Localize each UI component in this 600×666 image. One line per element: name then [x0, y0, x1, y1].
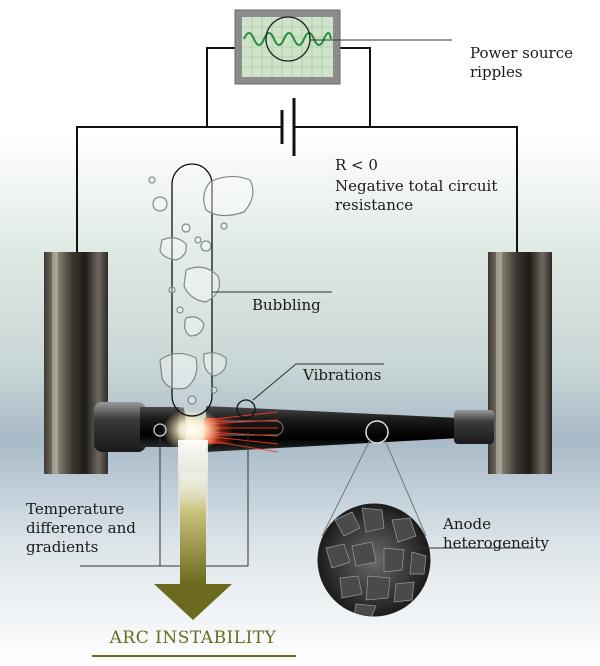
temperature-marker [153, 423, 167, 437]
leader-lines [80, 291, 534, 567]
power-ripples-label: Power source ripples [470, 44, 574, 81]
battery-symbol-icon [280, 98, 296, 156]
circuit-wire [76, 47, 518, 252]
vibrations-label: Vibrations [303, 366, 382, 384]
oscilloscope-icon [234, 9, 341, 85]
down-arrow-icon [154, 472, 232, 620]
arc-instability-conclusion: ARC INSTABILITY [109, 628, 277, 648]
temperature-label: Temperature difference and gradients [26, 500, 136, 556]
anode-microstructure-magnifier [317, 420, 431, 617]
bubbling-label: Bubbling [252, 296, 321, 314]
anode-holder-pillar [488, 252, 552, 474]
resistance-formula: R < 0 [335, 156, 378, 174]
anode-heterogeneity-label: Anode heterogeneity [443, 515, 549, 552]
vibration-marker [236, 399, 256, 419]
ripple-waveform [243, 32, 332, 46]
gas-bubbles [148, 175, 254, 405]
resistance-label: Negative total circuit resistance [335, 177, 498, 214]
ripple-highlight-circle [265, 16, 311, 62]
anode-rod [206, 406, 494, 452]
